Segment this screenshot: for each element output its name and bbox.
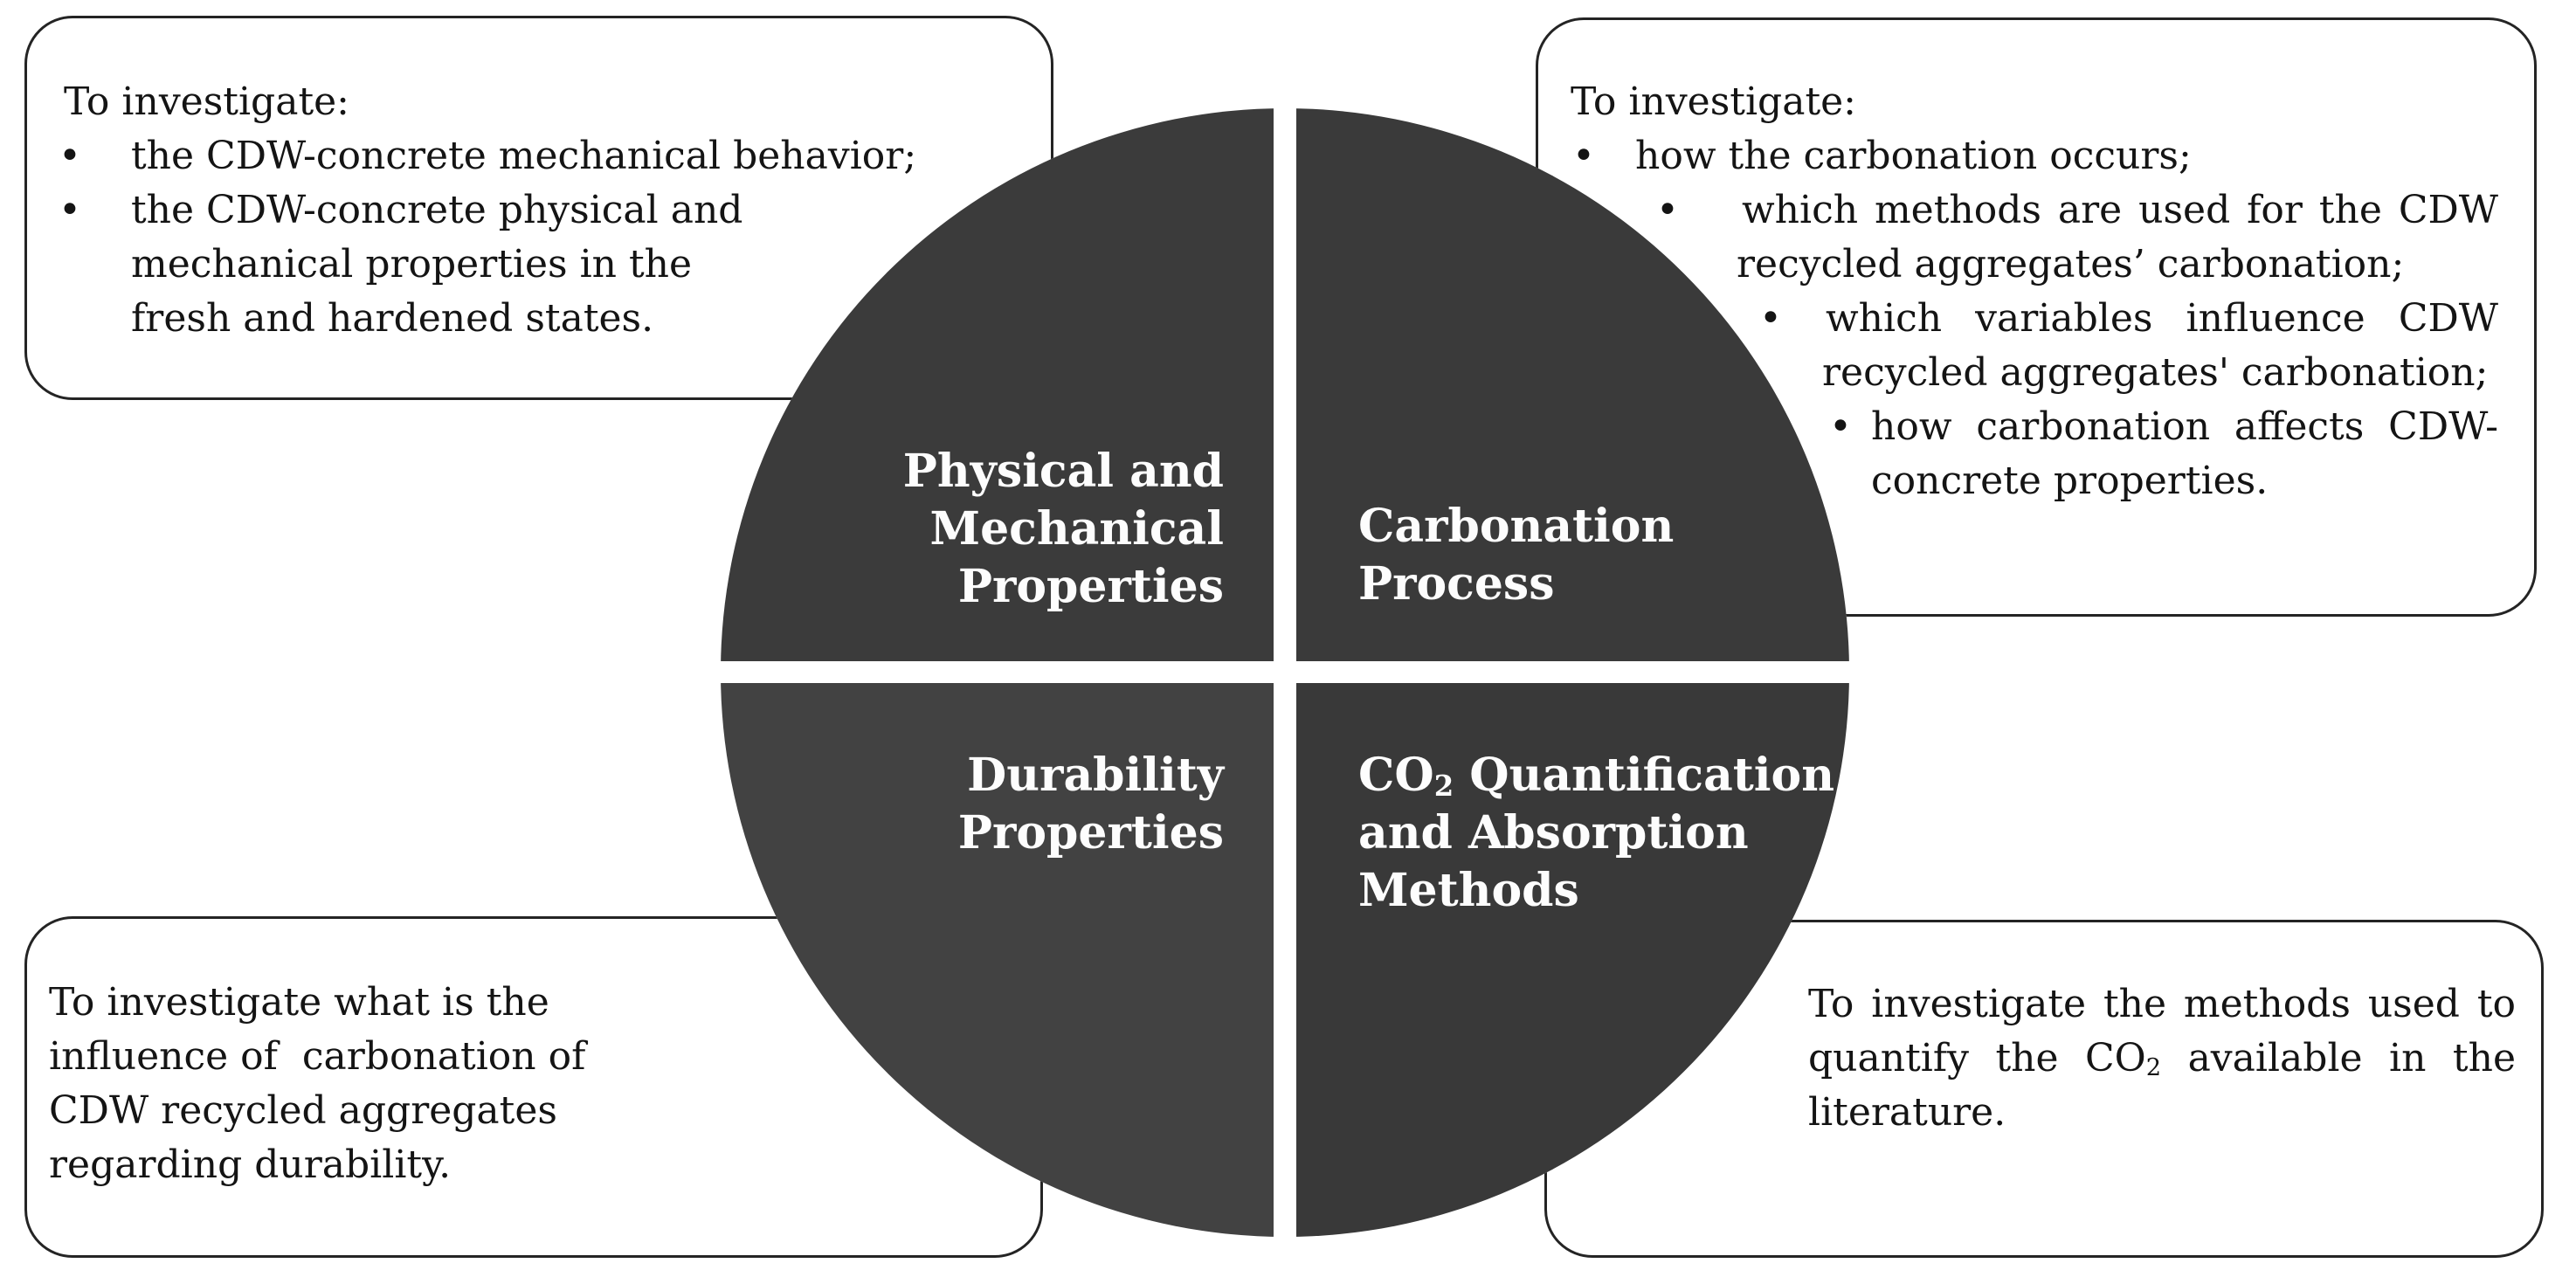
bullet-icon: • [1656,188,1679,232]
text-line: CO2 Quantification [1358,749,1835,804]
callout-text-top-right: To investigate: how the carbonation occur… [1571,75,2498,508]
text-line: CDW recycled aggregates [49,1088,557,1133]
bullet-icon: • [1829,404,1852,449]
text-line: Process [1358,557,1555,611]
text-line: quantify the CO2 available in the [1808,1036,2516,1082]
text-line: literature. [1808,1090,2006,1135]
text-line: fresh and hardened states. [131,296,654,341]
text-line: the CDW-concrete mechanical behavior;• [56,129,1026,183]
subscript-text: 2 [1433,770,1454,804]
text-line: recycled aggregates' carbonation; [1822,350,2489,395]
quadrant-circle [721,108,1849,1237]
callout-text-bottom-right: To investigate the methods used to quanti… [1808,977,2516,1140]
text-line: concrete properties. [1871,459,2269,503]
text-line: To investigate what is the [49,980,549,1025]
bullet-icon: • [1572,134,1595,178]
text-line: how the carbonation occurs;• [1571,129,2498,183]
text-line: To investigate the methods used to [1808,982,2516,1026]
text-line: Carbonation [1358,500,1675,553]
text-line: regarding durability. [49,1142,452,1187]
bullet-icon: • [59,134,81,178]
text-line: Methods [1358,864,1579,917]
text-line: how carbonation affects CDW-• [1571,400,2498,454]
text-line: and Absorption [1358,806,1749,859]
bullet-icon: • [1759,296,1782,341]
text-line: which variables influence CDW• [1571,292,2498,346]
text-line: recycled aggregates’ carbonation; [1737,242,2405,286]
bullet-icon: • [59,188,81,232]
text-line: Physical and [902,445,1224,498]
text-line: Properties [957,806,1224,859]
text-line: mechanical properties in the [131,242,693,286]
text-line: the CDW-concrete physical and• [56,183,1026,238]
text-line: Properties [957,560,1224,613]
text-line: To investigate: [1571,79,1856,124]
text-line: which methods are used for the CDW• [1571,183,2498,238]
subscript-text: 2 [2145,1054,2162,1082]
callout-text-top-left: To investigate: the CDW-concrete mechanic… [56,75,1026,346]
callout-text-bottom-left: To investigate what is the influence of c… [49,976,1001,1192]
text-line: To investigate: [64,79,349,124]
text-line: Mechanical [929,502,1224,556]
text-line: influence of carbonation of [49,1034,586,1079]
text-line: Durability [967,749,1224,802]
